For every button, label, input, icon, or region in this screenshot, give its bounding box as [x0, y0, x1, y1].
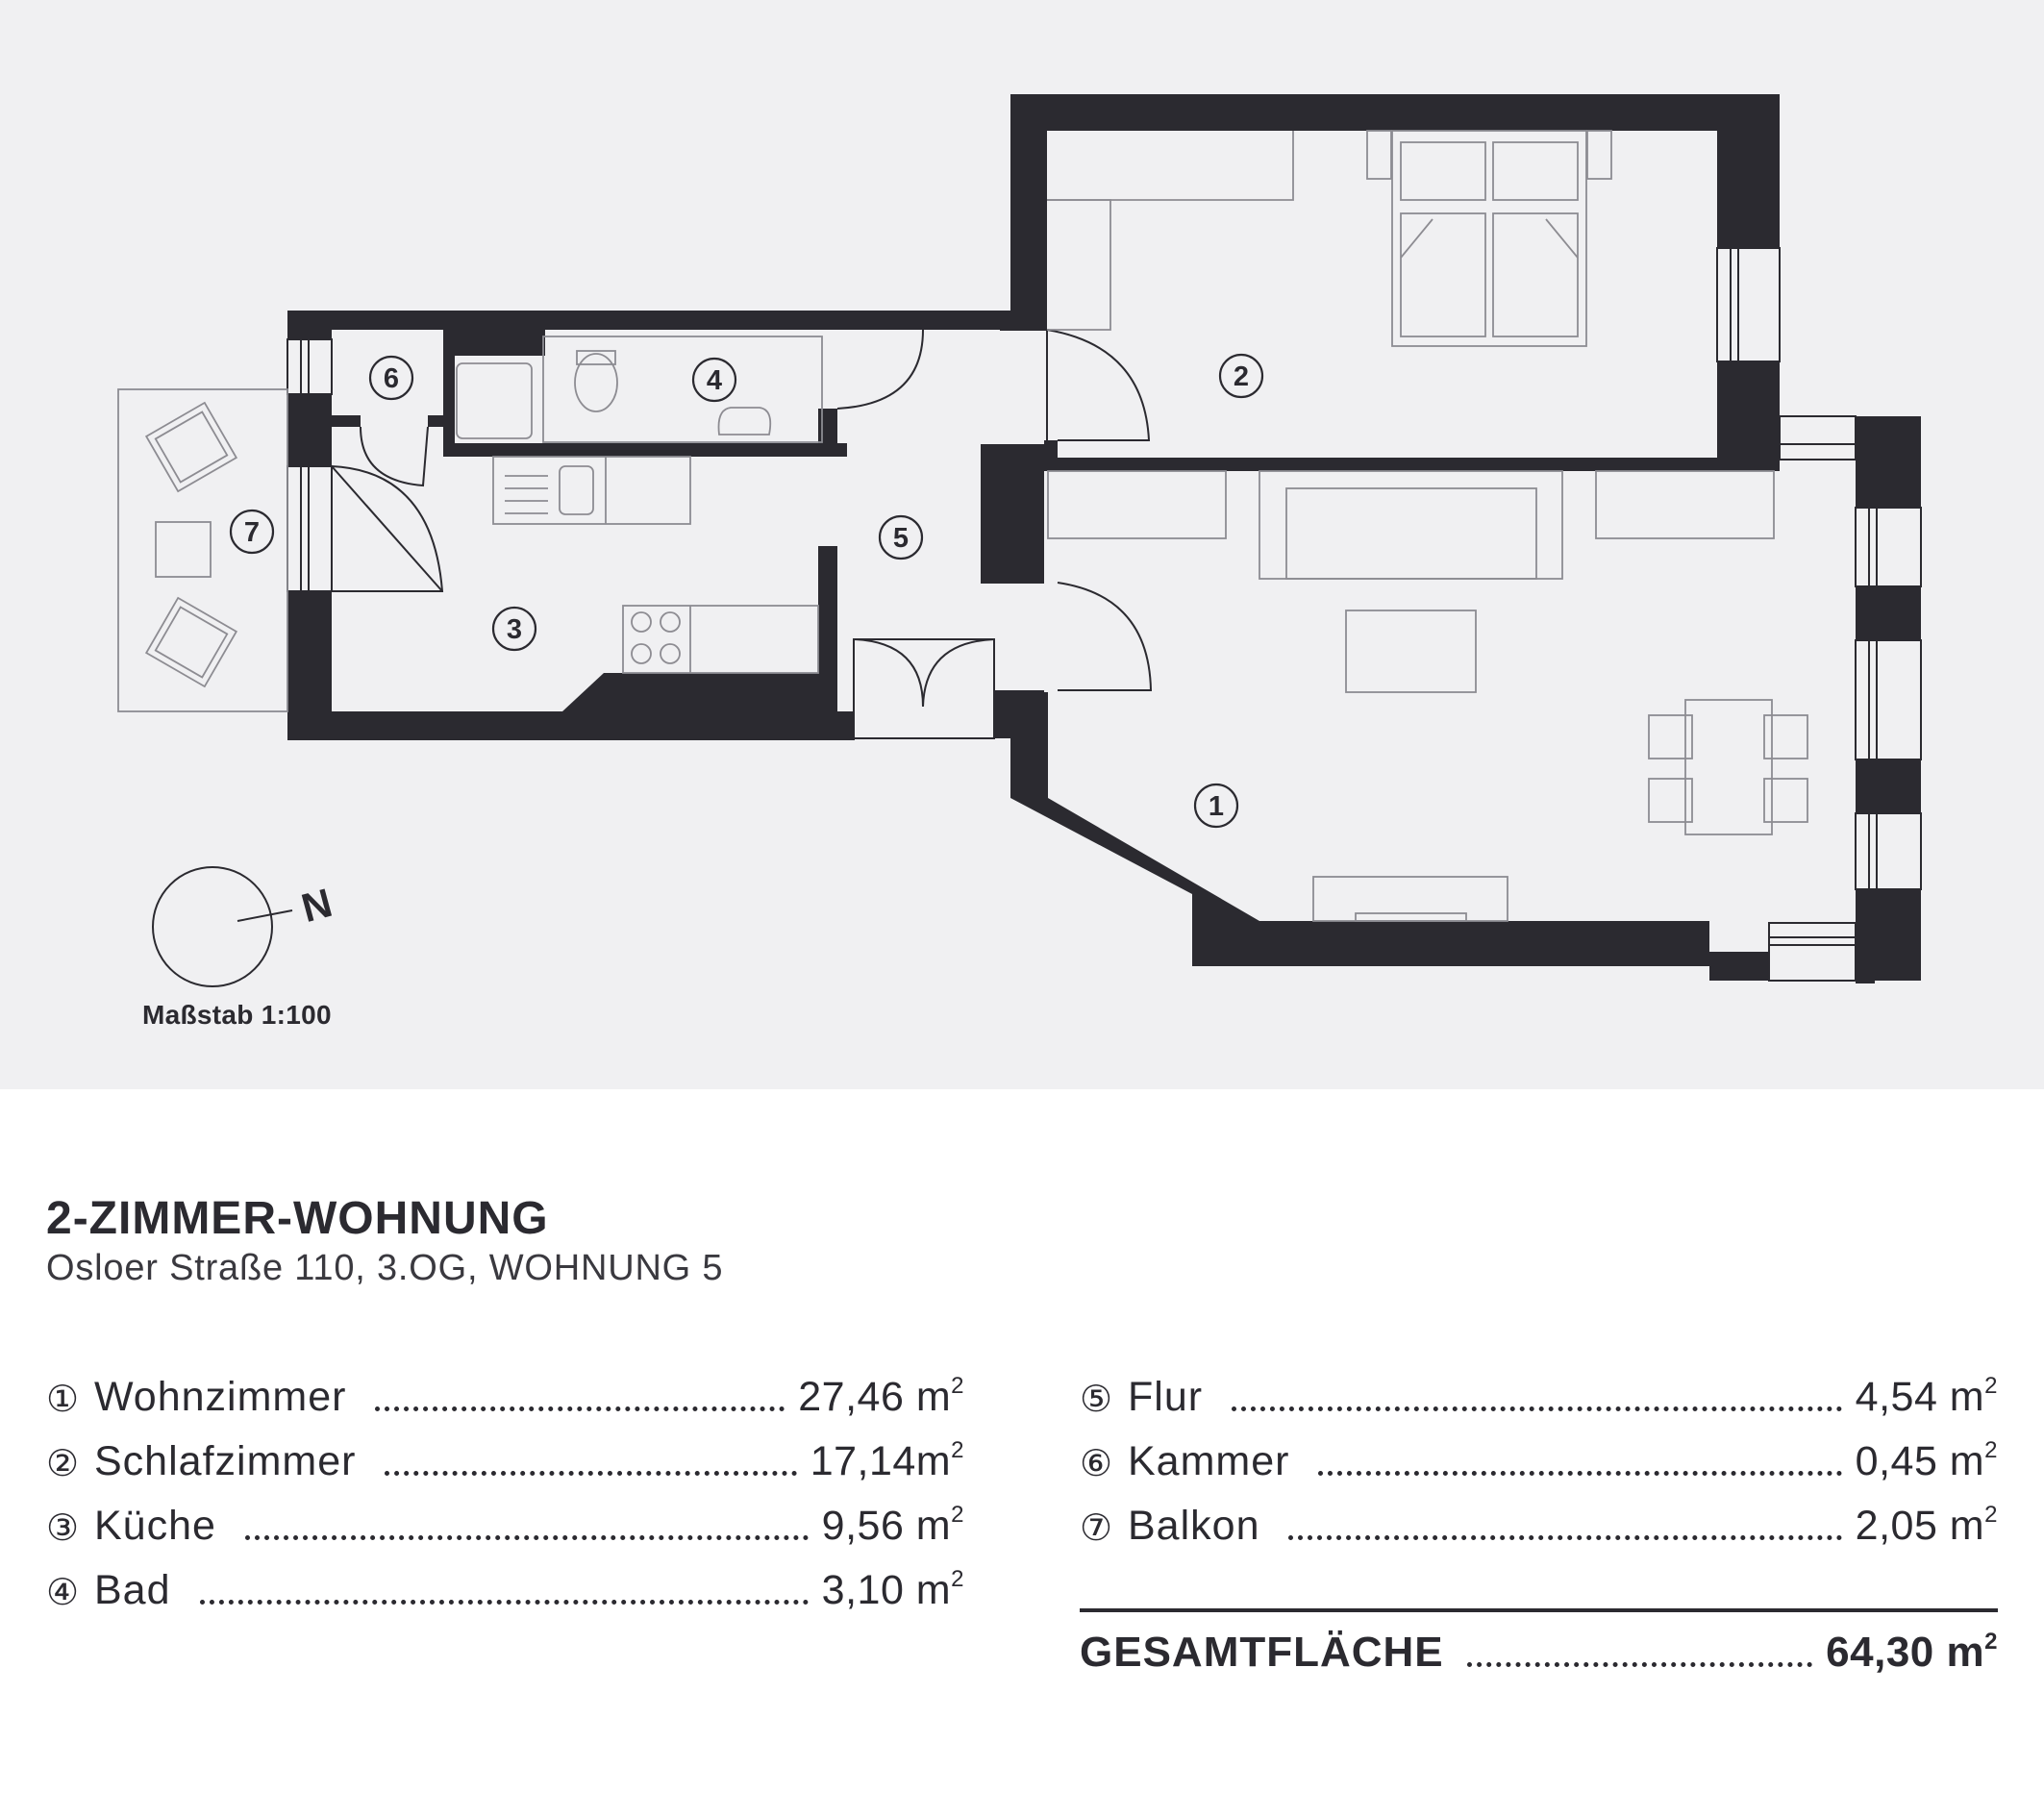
apartment-address: Osloer Straße 110, 3.OG, WOHNUNG 5	[46, 1248, 724, 1288]
room-name: Küche	[94, 1503, 216, 1549]
total-area: 64,30 m2	[1826, 1629, 1998, 1676]
room-area: 0,45 m2	[1855, 1437, 1998, 1484]
room-name: Kammer	[1128, 1438, 1290, 1484]
room-area: 27,46 m2	[798, 1373, 964, 1420]
room-name: Schlafzimmer	[94, 1438, 357, 1484]
room-number: ④	[46, 1573, 80, 1613]
svg-text:6: 6	[384, 363, 399, 394]
room-name: Balkon	[1128, 1503, 1260, 1549]
room-area: 2,05 m2	[1855, 1502, 1998, 1549]
svg-text:3: 3	[507, 614, 522, 645]
svg-text:2: 2	[1234, 361, 1249, 392]
doors	[331, 329, 1153, 739]
total-label: GESAMTFLÄCHE	[1080, 1629, 1444, 1676]
floorplan-area: 1 2 3 4 5 6 7 N Maßstab 1:10	[0, 0, 2044, 1089]
room-name: Wohnzimmer	[94, 1374, 347, 1420]
room-row: ⑥ Kammer 0,45 m2	[1080, 1433, 1998, 1485]
svg-text:7: 7	[244, 517, 260, 548]
room-marker: 6	[368, 355, 414, 401]
room-markers: 1 2 3 4 5 6 7	[229, 353, 1264, 829]
leader-dots	[385, 1471, 797, 1476]
room-number: ⑥	[1080, 1444, 1113, 1484]
leader-dots	[1318, 1471, 1842, 1476]
room-marker: 4	[691, 357, 737, 403]
svg-text:5: 5	[893, 523, 909, 554]
windows	[287, 247, 1922, 982]
room-marker: 7	[229, 509, 275, 555]
leader-dots	[199, 1600, 809, 1605]
room-marker: 2	[1218, 353, 1264, 399]
compass-icon: N	[152, 866, 337, 987]
room-area: 9,56 m2	[821, 1502, 964, 1549]
room-row: ③ Küche 9,56 m2	[46, 1498, 964, 1550]
svg-text:1: 1	[1209, 791, 1224, 822]
room-row: ④ Bad 3,10 m2	[46, 1562, 964, 1614]
room-area: 4,54 m2	[1855, 1373, 1998, 1420]
room-row: ② Schlafzimmer 17,14m2	[46, 1433, 964, 1485]
scale-label: Maßstab 1:100	[142, 1000, 332, 1030]
leader-dots	[1288, 1535, 1842, 1540]
apartment-title: 2-ZIMMER-WOHNUNG	[46, 1193, 549, 1244]
svg-text:4: 4	[707, 365, 722, 396]
room-marker: 3	[491, 606, 537, 652]
room-marker: 1	[1193, 783, 1239, 829]
room-name: Flur	[1128, 1374, 1204, 1420]
room-number: ①	[46, 1380, 80, 1420]
room-number: ②	[46, 1444, 80, 1484]
leader-dots	[1232, 1406, 1842, 1411]
leader-dots	[375, 1406, 785, 1411]
room-number: ⑤	[1080, 1380, 1113, 1420]
room-area: 17,14m2	[810, 1437, 964, 1484]
svg-text:N: N	[297, 880, 337, 931]
room-name: Bad	[94, 1567, 171, 1613]
total-divider	[1080, 1608, 1998, 1612]
room-row: ① Wohnzimmer 27,46 m2	[46, 1369, 964, 1421]
total-row: GESAMTFLÄCHE 64,30 m2	[1080, 1625, 1998, 1677]
room-number: ⑦	[1080, 1508, 1113, 1549]
furniture	[117, 130, 1808, 922]
floorplan-drawing: 1 2 3 4 5 6 7 N	[117, 94, 1922, 987]
walls	[287, 94, 1921, 983]
leader-dots	[1466, 1662, 1813, 1667]
room-marker: 5	[878, 514, 924, 560]
leader-dots	[244, 1535, 809, 1540]
room-area: 3,10 m2	[821, 1566, 964, 1613]
room-number: ③	[46, 1508, 80, 1549]
room-row: ⑦ Balkon 2,05 m2	[1080, 1498, 1998, 1550]
room-row: ⑤ Flur 4,54 m2	[1080, 1369, 1998, 1421]
